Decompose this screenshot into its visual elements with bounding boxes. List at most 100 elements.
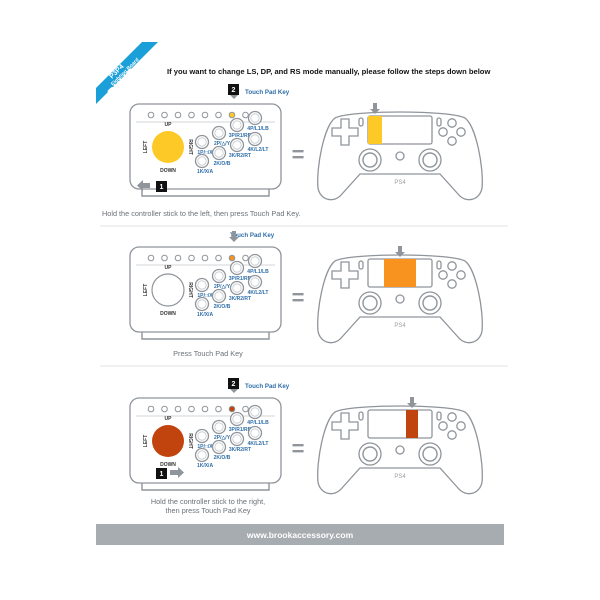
function-button: [161, 405, 168, 413]
step-number-box: [228, 84, 239, 95]
face-button: [438, 421, 448, 431]
function-button: [174, 405, 182, 413]
equals-sign: =: [292, 436, 305, 461]
action-button-label: 3P/R1/RB: [229, 427, 252, 433]
face-button: [456, 127, 466, 137]
touch-pad-key-label: Touch Pad Key: [245, 383, 290, 390]
badge-ribbon: [96, 42, 158, 104]
down-arrow-icon: [232, 231, 236, 237]
dpad: [331, 118, 359, 146]
right-analog-stick: [418, 291, 442, 315]
touch-pad-key-label: Touch Pad Key: [245, 89, 290, 96]
function-button: [174, 111, 182, 119]
right-analog-stick: [418, 442, 442, 466]
equals-sign: =: [292, 142, 305, 167]
step-number-box: [228, 378, 239, 389]
footer-bar: [96, 524, 504, 545]
face-button: [456, 421, 466, 431]
dpad: [331, 412, 359, 440]
action-button-label: 3K/R2/RT: [229, 447, 251, 453]
left-analog-stick: [358, 291, 382, 315]
joystick: [151, 273, 185, 307]
step-number-box: [156, 468, 167, 479]
action-button-ring: [232, 414, 242, 424]
step-caption: then press Touch Pad Key: [165, 506, 250, 515]
action-button-label: 4K/L2/LT: [248, 441, 269, 447]
action-button-label: 2K/O/B: [214, 161, 231, 167]
touch-pad-highlight: [384, 259, 416, 287]
action-button-label: 3P/R1/RB: [229, 133, 252, 139]
action-button-label: 2P/△/Y: [214, 141, 231, 147]
step-number: 1: [160, 471, 164, 478]
step-caption: Hold the controller stick to the left, t…: [102, 209, 300, 218]
action-button-label: 3K/R2/RT: [229, 153, 251, 159]
action-button-ring: [232, 283, 242, 293]
options-button: [436, 117, 442, 127]
function-button: [215, 111, 222, 119]
function-button: [201, 254, 209, 262]
action-button-label: 1K/X/A: [197, 463, 214, 469]
touch-pad-highlight: [368, 116, 382, 144]
equals-sign: =: [292, 285, 305, 310]
action-button-ring: [197, 280, 207, 290]
stick-label-up: UP: [165, 265, 173, 271]
action-button-ring: [250, 134, 260, 144]
product-badge: P3P4 Fighting Board PLUS: [96, 42, 158, 104]
right-analog-stick: [418, 148, 442, 172]
ps4-controller: PS4: [317, 397, 483, 495]
action-button-label: 1K/X/A: [197, 312, 214, 318]
function-button: [174, 254, 182, 262]
action-button-label: 4K/L2/LT: [248, 290, 269, 296]
action-button-label: 1P/□/X: [197, 444, 213, 450]
right-analog-stick-cap: [422, 446, 438, 462]
left-analog-stick-cap: [362, 152, 378, 168]
down-arrow-icon: [395, 252, 405, 257]
stick-label-down: DOWN: [160, 168, 176, 174]
down-arrow-icon: [407, 403, 417, 408]
action-button-label: 1K/X/A: [197, 169, 214, 175]
down-arrow-icon: [373, 103, 377, 109]
action-button-label: 2K/O/B: [214, 304, 231, 310]
left-arrow-icon: [137, 180, 143, 191]
stick-label-left: LEFT: [143, 284, 149, 297]
touch-pad-key: [228, 405, 236, 413]
down-arrow-icon: [398, 246, 402, 252]
function-button: [147, 405, 155, 413]
function-button: [161, 254, 168, 262]
action-button-ring: [214, 442, 224, 452]
face-button: [447, 279, 457, 289]
action-button-ring: [214, 291, 224, 301]
action-button-ring: [214, 128, 224, 138]
options-button: [436, 411, 442, 421]
down-arrow-icon: [229, 94, 239, 99]
ps4-controller: PS4: [317, 246, 483, 344]
stick-label-down: DOWN: [160, 462, 176, 468]
function-button: [188, 405, 195, 413]
action-button-label: 4K/L2/LT: [248, 147, 269, 153]
function-button: [242, 405, 249, 413]
action-button-label: 2K/O/B: [214, 455, 231, 461]
joystick: [152, 131, 184, 163]
down-arrow-icon: [229, 388, 239, 393]
action-button-ring: [197, 450, 207, 460]
footer-url[interactable]: www.brookaccessory.com: [246, 530, 354, 540]
action-button-ring: [232, 120, 242, 130]
share-button: [358, 411, 364, 421]
function-button: [201, 111, 209, 119]
action-button-ring: [197, 431, 207, 441]
action-button-ring: [214, 422, 224, 432]
action-button-ring: [250, 277, 260, 287]
step-caption: Press Touch Pad Key: [173, 349, 243, 358]
stick-label-left: LEFT: [143, 141, 149, 154]
action-button-ring: [214, 271, 224, 281]
action-button-ring: [232, 140, 242, 150]
step-number: 2: [232, 87, 236, 94]
function-button: [242, 111, 249, 119]
action-button-ring: [250, 113, 260, 123]
right-arrow-icon: [170, 470, 178, 475]
controller-label: PS4: [394, 474, 406, 480]
fight-board-base: [141, 332, 270, 340]
